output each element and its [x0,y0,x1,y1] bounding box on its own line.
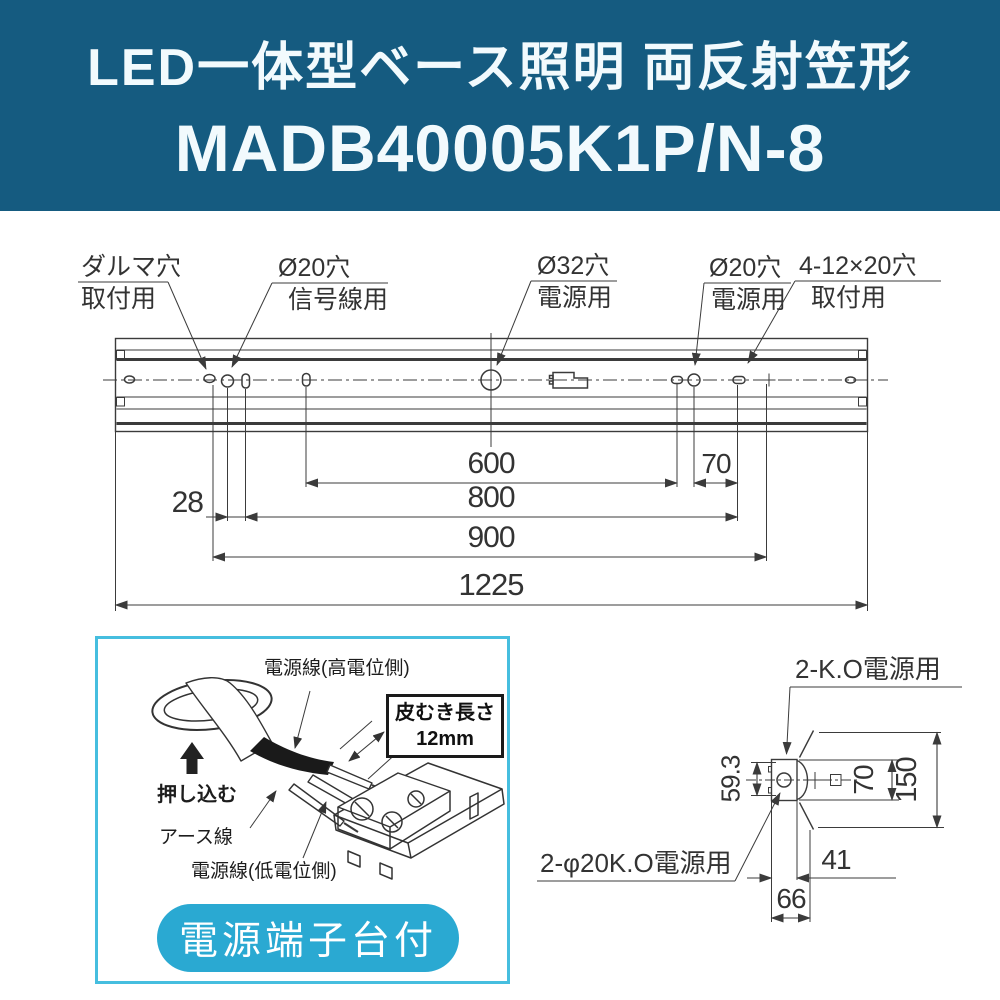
mounting-slot [301,372,311,387]
strip-length-text: 皮むき長さ [395,702,495,724]
dimension-value: 1225 [459,567,524,602]
dimension-59-3: 59.3 [716,755,762,802]
dimension-70-section: 70 [848,759,897,801]
callout-text: 2-φ20K.O電源用 [540,848,732,878]
dimension-900: 900 [212,521,768,562]
callout-text: 取付用 [81,285,156,313]
dimension-70: 70 [693,448,739,488]
cross-section-drawing: 2-K.O電源用 2-φ20K.O電源用 [537,654,962,923]
header-banner: LED一体型ベース照明 両反射笠形 MADB40005K1P/N-8 [0,0,1000,211]
callout-mounting-slot: 4-12×20穴 取付用 [747,252,941,364]
model-number: MADB40005K1P/N-8 [174,111,826,185]
screw-symbol [830,774,842,786]
terminal-block [333,762,505,880]
callout-text: 電源用 [711,286,786,314]
cable-sheath [185,677,273,762]
stripped-wire [288,783,345,827]
callout-ko-power-top: 2-K.O電源用 [782,654,962,755]
callout-text: 取付用 [811,284,886,312]
dimension-value: 900 [467,521,514,554]
signal-hole-20 [220,374,235,388]
fixture-body [103,333,888,447]
callout-power-hole-32: Ø32穴 電源用 [496,252,617,366]
dimension-value: 41 [821,844,851,875]
leader-power-low [302,801,327,859]
stripped-wire [326,764,373,790]
label-push-in: 押し込む [157,784,237,806]
daruma-hole [203,373,216,384]
terminal-block-badge: 電源端子台付 [157,904,459,972]
callout-power-hole-20: Ø20穴 電源用 [691,254,791,366]
product-title: LED一体型ベース照明 両反射笠形 [87,39,913,97]
label-power-wire-low: 電源線(低電位側) [191,861,337,882]
dimension-150: 150 [891,731,942,829]
end-hole-left [123,375,136,384]
callout-text: 2-K.O電源用 [795,654,941,684]
dimension-41: 41 [747,844,896,883]
dimension-value: 70 [848,765,879,795]
wiring-instruction-box: 電源線(高電位側) 皮むき長さ 12mm 押し込む アース線 電源線(低電位側)… [95,636,510,984]
power-hole-20 [687,373,701,387]
push-up-arrow-icon [180,742,204,774]
dimension-800: 800 [244,481,739,522]
callout-daruma-hole: ダルマ穴 取付用 [78,253,207,370]
callout-text: Ø32穴 [537,252,609,280]
dimension-value: 800 [467,481,514,514]
cross-section-body [746,730,944,830]
fixture-holes [123,369,857,391]
fixture-dimension-drawing: ダルマ穴 取付用 Ø20穴 信号線用 Ø32穴 電源用 Ø20穴 電源用 4-1… [78,252,941,611]
wiring-illustration [151,677,505,880]
strip-length-note: 皮むき長さ 12mm [386,694,504,758]
callout-text: 信号線用 [288,286,388,314]
mounting-slot [732,375,746,385]
callout-text: ダルマ穴 [81,253,181,281]
callout-text: Ø20穴 [709,254,781,282]
dimension-value: 59.3 [716,755,746,802]
callout-text: 4-12×20穴 [799,252,916,280]
callout-ko-power-bottom: 2-φ20K.O電源用 [537,792,781,882]
cross-mark [762,373,776,387]
dimension-66: 66 [770,883,811,923]
end-hole-right [844,376,857,384]
dimension-value: 66 [776,883,806,914]
dimension-value: 70 [701,448,731,479]
callout-text: 電源用 [537,284,612,312]
dimension-value: 150 [891,757,923,802]
label-power-wire-high: 電源線(高電位側) [264,658,410,679]
extension-lines [115,384,868,611]
strip-length-value: 12mm [416,728,474,750]
reflector-wings [798,730,815,830]
callout-signal-hole: Ø20穴 信号線用 [231,254,388,368]
slot-hole [241,373,251,389]
dimension-1225: 1225 [114,567,869,610]
power-hole-32 [480,369,502,391]
slot-hole [670,375,684,385]
dimension-28: 28 [172,486,269,522]
leader-earth [249,790,277,829]
label-earth-wire: アース線 [159,827,233,848]
power-wire-black [250,737,334,775]
terminal-block-outline [552,371,589,389]
section-extension-lines [751,759,899,922]
leader-power-high [293,690,311,749]
dimension-value: 28 [172,486,204,519]
dimension-600: 600 [305,447,678,488]
dimension-value: 600 [467,447,514,480]
callout-text: Ø20穴 [278,254,350,282]
